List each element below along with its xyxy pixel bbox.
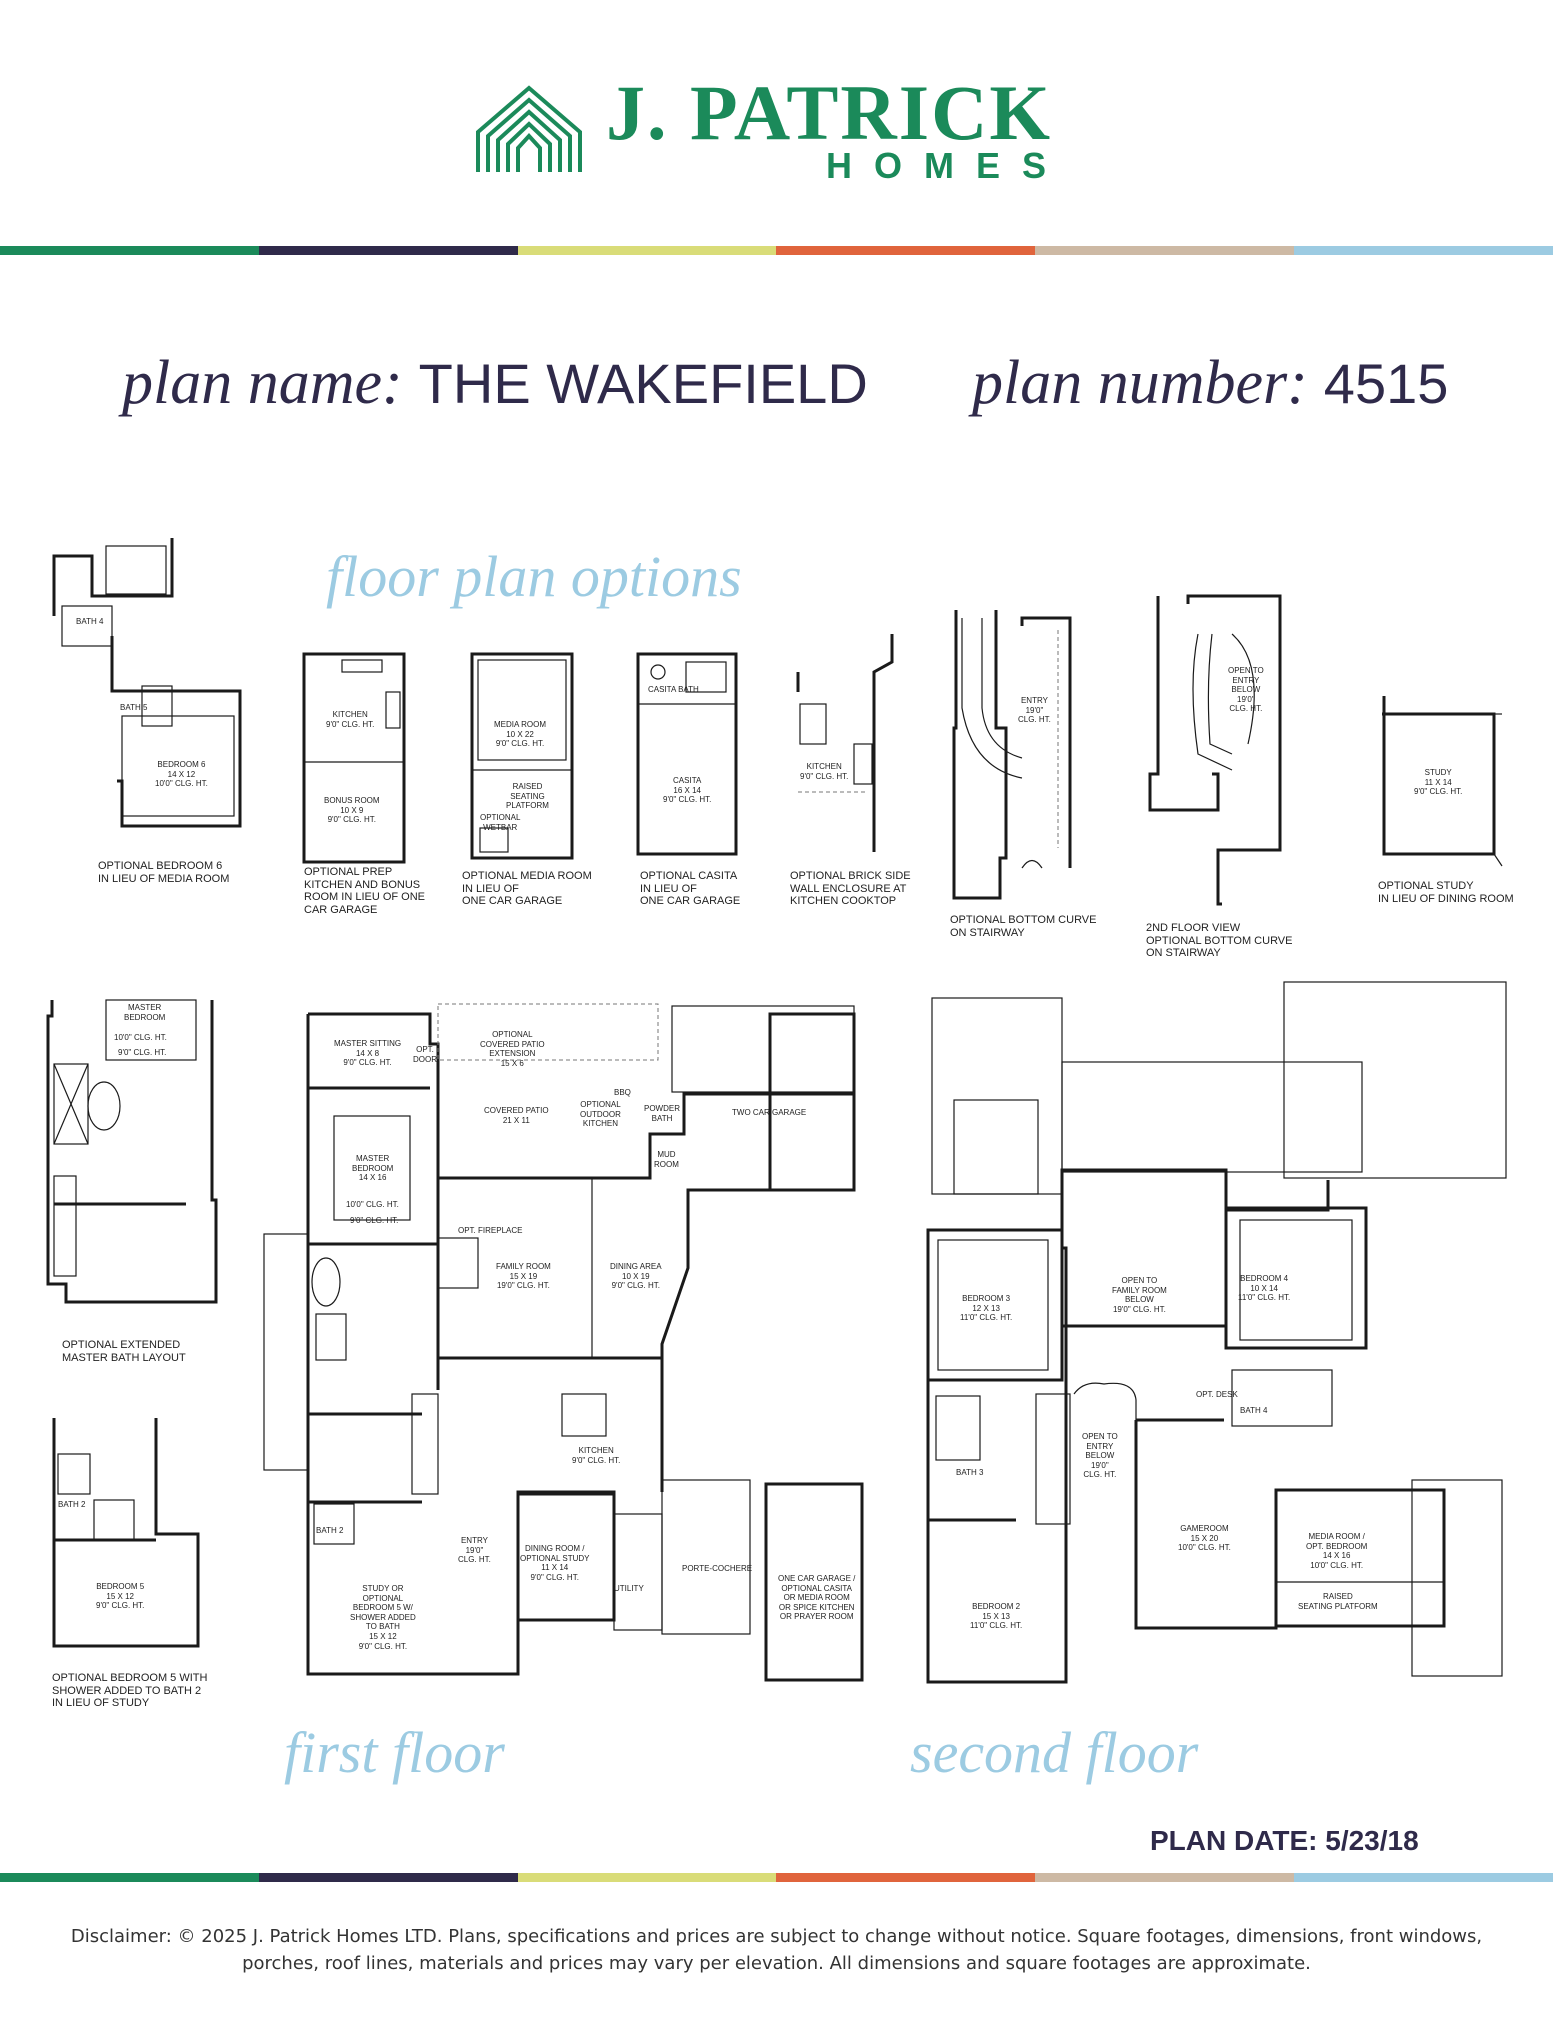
sf-raised-platform-label: RAISED SEATING PLATFORM (1298, 1592, 1378, 1611)
opt-bedroom6-label: BEDROOM 6 14 X 12 10'0" CLG. HT. (155, 760, 208, 789)
sf-bedroom3-label: BEDROOM 3 12 X 13 11'0" CLG. HT. (960, 1294, 1013, 1323)
opt-bath4-label: BATH 4 (76, 617, 104, 626)
ff-dining-area-label: DINING AREA 10 X 19 9'0" CLG. HT. (610, 1262, 662, 1291)
option-master-bath-plan (46, 999, 218, 1304)
disclaimer: Disclaimer: © 2025 J. Patrick Homes LTD.… (70, 1926, 1483, 1974)
opt-bedroom5-label: BEDROOM 5 15 X 12 9'0" CLG. HT. (96, 1582, 145, 1611)
sf-open-family-label: OPEN TO FAMILY ROOM BELOW 19'0" CLG. HT. (1112, 1276, 1167, 1314)
ff-mud-room-label: MUD ROOM (654, 1150, 679, 1169)
ff-porte-cochere-label: PORTE-COCHERE (682, 1564, 753, 1573)
opt-kitchen-prep-label: KITCHEN 9'0" CLG. HT. (326, 710, 375, 729)
sf-bedroom2-label: BEDROOM 2 15 X 13 11'0" CLG. HT. (970, 1602, 1023, 1631)
ff-one-car-garage-label: ONE CAR GARAGE / OPTIONAL CASITA OR MEDI… (778, 1574, 856, 1622)
opt-raised-platform-label: RAISED SEATING PLATFORM (506, 782, 549, 811)
ff-master-bedroom-label: MASTER BEDROOM 14 X 16 (352, 1154, 394, 1183)
opt-casita-label: CASITA 16 X 14 9'0" CLG. HT. (663, 776, 712, 805)
opt-media-room-label: MEDIA ROOM 10 X 22 9'0" CLG. HT. (494, 720, 547, 749)
second-floor-heading: second floor (910, 1720, 1199, 1785)
color-stripe-bottom (0, 1873, 1553, 1882)
opt-kitchen-brick-label: KITCHEN 9'0" CLG. HT. (800, 762, 849, 781)
caption-casita: OPTIONAL CASITA IN LIEU OF ONE CAR GARAG… (640, 870, 741, 908)
ff-bbq-label: BBQ (614, 1088, 631, 1097)
opt-master-clg-b: 9'0" CLG. HT. (118, 1048, 167, 1057)
caption-2nd-floor-curve: 2ND FLOOR VIEW OPTIONAL BOTTOM CURVE ON … (1146, 922, 1293, 960)
sf-gameroom-label: GAMEROOM 15 X 20 10'0" CLG. HT. (1178, 1524, 1231, 1553)
plan-name-label: plan name: (122, 349, 403, 417)
first-floor-plan (263, 1003, 864, 1682)
option-bedroom5-plan (52, 1418, 200, 1648)
option-bedroom6-plan (52, 538, 242, 828)
caption-bedroom6: OPTIONAL BEDROOM 6 IN LIEU OF MEDIA ROOM (98, 860, 230, 885)
sf-open-entry-label: OPEN TO ENTRY BELOW 19'0" CLG. HT. (1082, 1432, 1118, 1480)
ff-kitchen-label: KITCHEN 9'0" CLG. HT. (572, 1446, 621, 1465)
caption-bedroom5: OPTIONAL BEDROOM 5 WITH SHOWER ADDED TO … (52, 1672, 208, 1710)
plan-number: 4515 (1323, 352, 1449, 415)
ff-study-bed5-label: STUDY OR OPTIONAL BEDROOM 5 W/ SHOWER AD… (350, 1584, 416, 1651)
sf-bath4-label: BATH 4 (1240, 1406, 1268, 1415)
option-media-room-plan (470, 652, 574, 860)
plan-name: THE WAKEFIELD (418, 352, 868, 415)
ff-outdoor-kitchen-label: OPTIONAL OUTDOOR KITCHEN (580, 1100, 621, 1129)
option-study-plan (1382, 696, 1503, 867)
ff-powder-bath-label: POWDER BATH (644, 1104, 680, 1123)
ff-entry-label: ENTRY 19'0" CLG. HT. (458, 1536, 491, 1565)
first-floor-heading: first floor (284, 1720, 505, 1785)
caption-media-room: OPTIONAL MEDIA ROOM IN LIEU OF ONE CAR G… (462, 870, 592, 908)
opt-entry-curve-label: ENTRY 19'0" CLG. HT. (1018, 696, 1051, 725)
opt-bath5-label: BATH 5 (120, 703, 148, 712)
ff-master-sitting-label: MASTER SITTING 14 X 8 9'0" CLG. HT. (334, 1039, 402, 1068)
ff-covered-patio-label: COVERED PATIO 21 X 11 (484, 1106, 549, 1125)
plan-number-label: plan number: (972, 349, 1308, 417)
option-brick-wall-plan (796, 634, 894, 852)
opt-master-clg-a: 10'0" CLG. HT. (114, 1033, 167, 1042)
house-stripes-icon (476, 85, 582, 172)
ff-opt-door-label: OPT. DOOR (413, 1045, 437, 1064)
sf-bath3-label: BATH 3 (956, 1468, 984, 1477)
option-casita-plan (636, 652, 738, 856)
caption-prep-kitchen: OPTIONAL PREP KITCHEN AND BONUS ROOM IN … (304, 866, 426, 916)
plan-name-row: plan name: THE WAKEFIELD (122, 352, 868, 414)
opt-open-to-entry-label: OPEN TO ENTRY BELOW 19'0" CLG. HT. (1228, 666, 1264, 714)
option-2nd-floor-curve-plan (1148, 594, 1282, 906)
sf-media-room-label: MEDIA ROOM / OPT. BEDROOM 14 X 16 10'0" … (1306, 1532, 1368, 1570)
ff-family-room-label: FAMILY ROOM 15 X 19 19'0" CLG. HT. (496, 1262, 551, 1291)
options-heading: floor plan options (326, 544, 742, 609)
ff-opt-fireplace-label: OPT. FIREPLACE (458, 1226, 523, 1235)
ff-covered-patio-ext-label: OPTIONAL COVERED PATIO EXTENSION 15 X 6 (480, 1030, 545, 1068)
caption-study: OPTIONAL STUDY IN LIEU OF DINING ROOM (1378, 880, 1514, 905)
opt-master-bedroom-label: MASTER BEDROOM (124, 1003, 166, 1022)
caption-bottom-curve: OPTIONAL BOTTOM CURVE ON STAIRWAY (950, 914, 1097, 939)
ff-utility-label: UTILITY (614, 1584, 644, 1593)
caption-master-bath: OPTIONAL EXTENDED MASTER BATH LAYOUT (62, 1339, 186, 1364)
sf-bedroom4-label: BEDROOM 4 10 X 14 11'0" CLG. HT. (1238, 1274, 1291, 1303)
opt-study-label: STUDY 11 X 14 9'0" CLG. HT. (1414, 768, 1463, 797)
brand-sub: HOMES (826, 145, 1069, 186)
opt-bath2-label: BATH 2 (58, 1500, 86, 1509)
sf-opt-desk-label: OPT. DESK (1196, 1390, 1238, 1399)
option-prep-kitchen-plan (302, 652, 406, 864)
ff-master-clg-label: 10'0" CLG. HT. (346, 1200, 399, 1209)
caption-brick-wall: OPTIONAL BRICK SIDE WALL ENCLOSURE AT KI… (790, 870, 911, 908)
ff-master-clg2-label: 9'0" CLG. HT. (350, 1216, 399, 1225)
ff-dining-study-label: DINING ROOM / OPTIONAL STUDY 11 X 14 9'0… (520, 1544, 590, 1582)
opt-wetbar-label: OPTIONAL WETBAR (480, 813, 521, 832)
opt-casita-bath-label: CASITA BATH (648, 685, 699, 694)
second-floor-plan (926, 981, 1507, 1684)
plan-number-row: plan number: 4515 (972, 352, 1448, 414)
color-stripe-top (0, 246, 1553, 255)
plan-date: PLAN DATE: 5/23/18 (1150, 1825, 1419, 1856)
opt-bonus-room-label: BONUS ROOM 10 X 9 9'0" CLG. HT. (324, 796, 380, 825)
ff-two-car-garage-label: TWO CAR GARAGE (732, 1108, 807, 1117)
brand-name: J. PATRICK (606, 69, 1053, 156)
ff-bath2-label: BATH 2 (316, 1526, 344, 1535)
option-bottom-curve-plan (952, 610, 1072, 900)
